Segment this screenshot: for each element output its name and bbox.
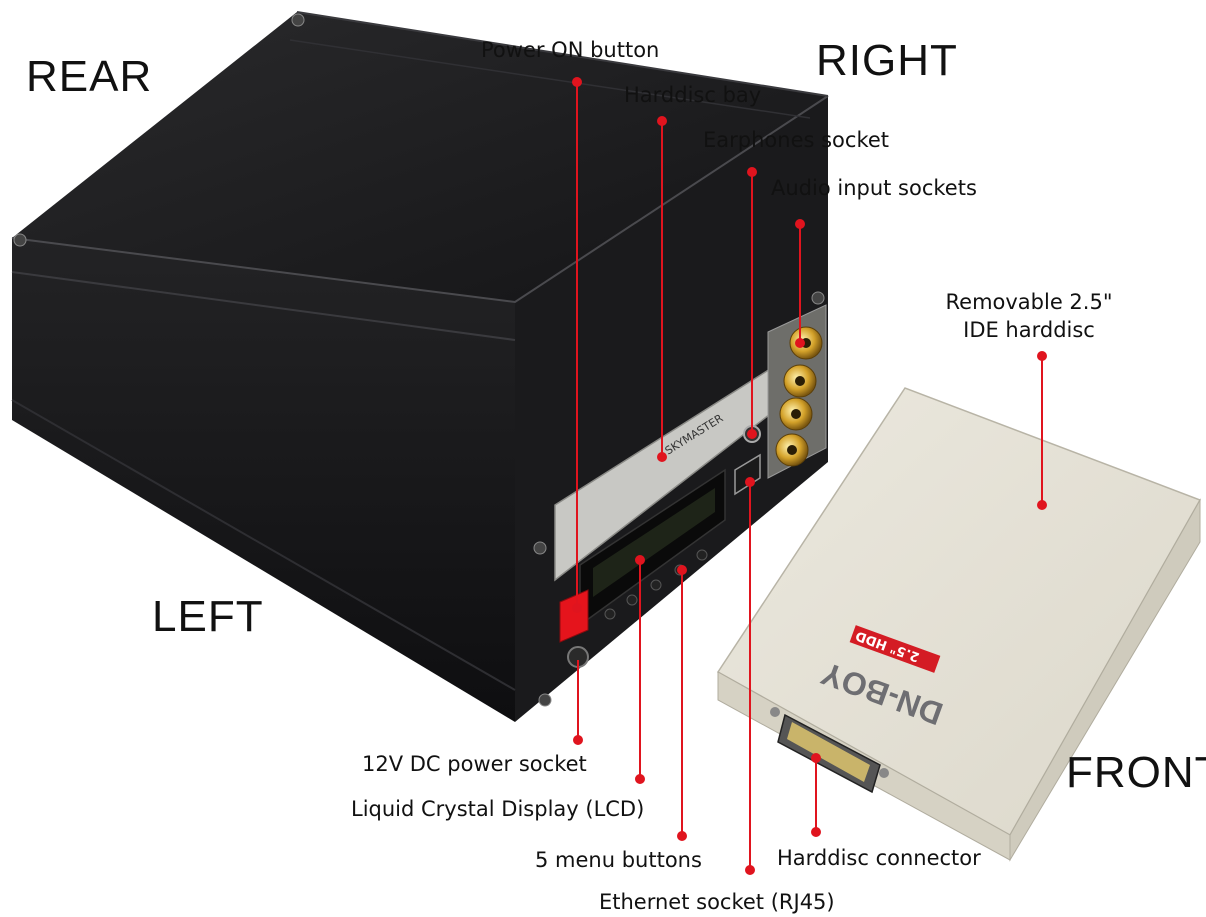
rca-jack-4-core [787,445,797,455]
leader-end-menu-buttons [677,565,687,575]
callout-earphones-socket: Earphones socket [703,128,890,152]
ethernet-port-shape [734,453,761,496]
leader-dot-menu-buttons [677,831,687,841]
leader-end-lcd [635,555,645,565]
callout-harddisc-connector: Harddisc connector [777,846,981,870]
leader-lines [572,77,1047,875]
case-screw [291,13,305,27]
case-screw [811,291,825,305]
leader-end-harddisc-bay [657,452,667,462]
leader-dot-harddisc-bay [657,116,667,126]
drive-connector-screw-right [879,768,889,778]
rca-jack-3-core [791,409,801,419]
callout-power-on-button: Power ON button [481,38,660,62]
callout-removable-harddisc-line2: IDE harddisc [963,318,1095,342]
leader-dot-harddisc-connector [811,827,821,837]
leader-dot-earphones [747,167,757,177]
callout-ethernet-socket: Ethernet socket (RJ45) [599,890,835,914]
leader-dot-lcd [635,774,645,784]
leader-end-earphones [747,429,757,439]
case-top-groove-2 [289,39,811,119]
menu-button-1 [604,608,616,620]
leader-end-ethernet [745,477,755,487]
rca-jack-2-core [795,376,805,386]
leader-dot-removable-hdd [1037,351,1047,361]
callout-menu-buttons: 5 menu buttons [535,848,702,872]
leader-dot-ethernet [745,865,755,875]
callout-lcd: Liquid Crystal Display (LCD) [351,797,645,821]
case-ridge [11,271,516,341]
callout-harddisc-bay: Harddisc bay [624,83,762,107]
callout-dc-power-socket: 12V DC power socket [362,752,587,776]
menu-button-2 [626,594,638,606]
leader-end-removable-hdd [1037,500,1047,510]
case-ridge-lower [11,399,516,691]
case-screw [538,693,552,707]
leader-end-harddisc-connector [811,753,821,763]
side-label-rear: REAR [26,52,153,101]
case-top-groove [296,11,829,97]
case-screw [533,541,547,555]
case-screw [13,233,27,247]
leader-dot-power-on [572,77,582,87]
callout-audio-input-sockets: Audio input sockets [771,176,977,200]
leader-end-audio-input [795,338,805,348]
side-label-left: LEFT [152,592,264,641]
menu-button-3 [650,579,662,591]
side-label-right: RIGHT [816,36,958,85]
callout-removable-harddisc-line1: Removable 2.5" [945,290,1113,314]
drive-badge-box [849,625,941,673]
leader-dot-audio-input [795,219,805,229]
leader-dot-dc-power [573,735,583,745]
menu-button-5 [696,549,708,561]
callout-removable-harddisc: Removable 2.5" IDE harddisc [929,288,1129,344]
case-edge [11,95,829,304]
lcd-screen [593,488,715,597]
drive-connector-screw-left [770,707,780,717]
case-left-side [12,238,515,722]
leader-end-power-on [572,603,582,613]
power-button-shape [559,589,589,643]
drive-connector-pins [787,722,870,782]
side-label-front: FRONT [1066,748,1206,797]
